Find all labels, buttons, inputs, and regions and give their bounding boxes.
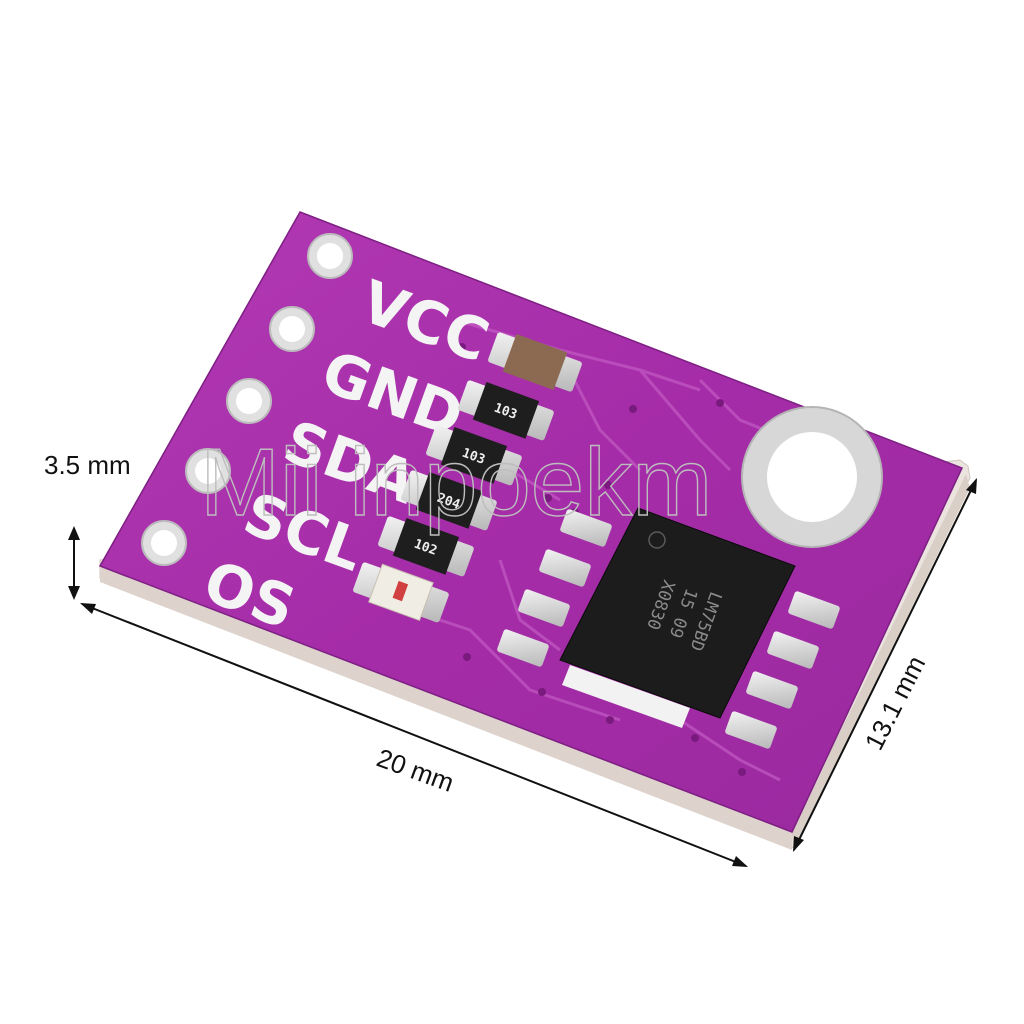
mounting-hole xyxy=(741,406,883,548)
chip-pins-left xyxy=(497,509,612,667)
pcb-edge-right-shade xyxy=(792,474,970,850)
resistor-103-b: 103 xyxy=(426,425,522,486)
dimension-length-label: 20 mm xyxy=(373,742,458,797)
chip-body xyxy=(559,507,796,719)
power-led xyxy=(353,562,449,623)
watermark: Mii inpoekm xyxy=(200,429,712,536)
pin-hole-os xyxy=(141,520,187,566)
resistor-102: 102 xyxy=(378,516,474,577)
pin-hole-scl xyxy=(185,448,231,494)
resistor-204: 204 xyxy=(401,470,497,531)
resistor-103-a: 103 xyxy=(458,380,554,441)
header-pin-holes xyxy=(141,233,353,566)
chip-pin1-dot xyxy=(648,531,666,549)
pin-hole-sda xyxy=(226,378,272,424)
pcb-board xyxy=(98,211,964,833)
smd-resistors: 103 103 204 102 xyxy=(378,380,554,577)
lm75bd-chip: LM75BD 15 09 X0830 xyxy=(497,507,840,749)
dimension-thickness-label: 3.5 mm xyxy=(44,450,131,480)
pcb-edge-shade xyxy=(100,566,792,850)
pin-hole-gnd xyxy=(269,306,315,352)
pin-hole-vcc xyxy=(307,233,353,279)
chip-pins-right xyxy=(725,591,840,749)
dimension-thickness: 3.5 mm xyxy=(44,450,131,600)
capacitor xyxy=(488,332,582,392)
